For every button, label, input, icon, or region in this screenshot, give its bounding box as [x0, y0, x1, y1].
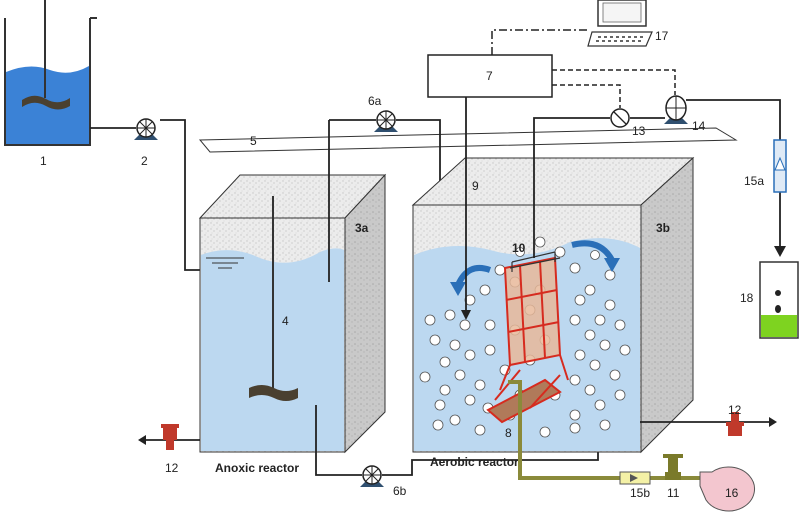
pump-icon — [664, 95, 688, 124]
data-link — [491, 29, 590, 55]
permeate-line — [533, 117, 610, 258]
permeate-line-3 — [686, 99, 781, 140]
label-13: 13 — [632, 124, 646, 138]
label-15a: 15a — [744, 174, 764, 188]
support-bar — [198, 127, 738, 153]
anoxic-reactor — [198, 120, 387, 454]
label-aerobic-reactor: Aerobic reactor — [430, 455, 519, 469]
pump-icon — [134, 118, 158, 140]
label-anoxic-reactor: Anoxic reactor — [215, 461, 299, 475]
label-12-right: 12 — [728, 403, 742, 417]
label-5: 5 — [250, 134, 257, 148]
flow-arrow-right-head — [604, 258, 620, 272]
label-3b: 3b — [656, 221, 670, 235]
label-6b: 6b — [393, 484, 407, 498]
flow-arrow-right — [571, 240, 615, 262]
probe-tip — [461, 310, 471, 320]
label-10: 10 — [512, 241, 526, 255]
label-8: 8 — [505, 426, 512, 440]
blower-icon — [699, 466, 756, 512]
label-16: 16 — [725, 486, 739, 500]
pressure-gauge-icon — [610, 108, 630, 128]
label-4: 4 — [282, 314, 289, 328]
label-9: 9 — [472, 179, 479, 193]
label-11: 11 — [667, 486, 680, 500]
computer-icon — [587, 0, 653, 47]
membrane-module — [486, 251, 569, 424]
flowmeter-arrow — [630, 474, 638, 482]
label-14: 14 — [692, 119, 706, 133]
permeate-tank — [759, 261, 799, 339]
label-1: 1 — [40, 154, 47, 168]
label-12-left: 12 — [165, 461, 179, 475]
valve-icon — [138, 424, 200, 450]
flow-arrow-left-head — [450, 282, 466, 296]
controller-box — [427, 54, 553, 98]
permeate-arrow — [774, 246, 786, 257]
label-7: 7 — [486, 69, 493, 83]
label-3a: 3a — [355, 221, 369, 235]
control-line-13 — [552, 84, 621, 108]
pump-icon — [360, 465, 384, 487]
label-15b: 15b — [630, 486, 650, 500]
control-line-14 — [552, 69, 676, 95]
feed-pipe-to-anoxic — [160, 119, 202, 271]
return-pipe — [315, 405, 362, 476]
valve-icon — [640, 412, 777, 436]
pump-icon — [374, 110, 398, 132]
label-18: 18 — [740, 291, 754, 305]
valve-icon — [663, 454, 683, 480]
label-2: 2 — [141, 154, 148, 168]
flowmeter-15a — [773, 139, 787, 193]
label-17: 17 — [655, 29, 669, 43]
air-line — [508, 380, 700, 480]
flow-arrow-left — [455, 264, 492, 287]
feed-tank — [4, 0, 97, 146]
label-6a: 6a — [368, 94, 382, 108]
